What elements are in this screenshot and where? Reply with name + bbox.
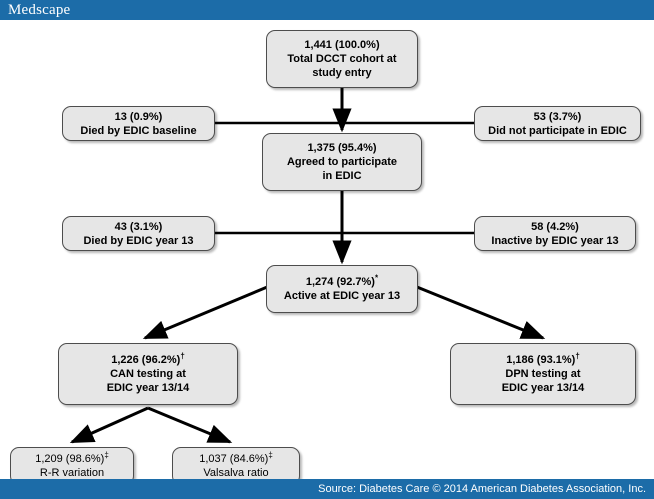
node-agreed-to-participate: 1,375 (95.4%) Agreed to participate in E…	[262, 133, 422, 191]
node-did-not-participate-line1: 53 (3.7%)	[533, 110, 582, 123]
node-valsalva-ratio: 1,037 (84.6%)‡ Valsalva ratio	[172, 447, 300, 485]
footnote-marker-double-dagger-valsalva: ‡	[268, 450, 273, 460]
flowchart-connectors	[69, 88, 546, 444]
node-can-testing-line2: CAN testing at	[110, 368, 186, 380]
node-valsalva-ratio-value: 1,037 (84.6%)	[199, 453, 269, 465]
node-total-cohort: 1,441 (100.0%) Total DCCT cohort at stud…	[266, 30, 418, 88]
edge-active-to-can	[142, 283, 273, 340]
node-rr-variation-line2: R-R variation	[39, 467, 105, 479]
node-inactive-by-edic-year-13-line2: Inactive by EDIC year 13	[491, 234, 619, 247]
footnote-marker-dagger-dpn: †	[575, 351, 580, 361]
node-inactive-by-edic-year-13-line1: 58 (4.2%)	[531, 220, 579, 233]
node-active-at-edic-year-13: 1,274 (92.7%)* Active at EDIC year 13	[266, 265, 418, 313]
source-footer-bar: Source: Diabetes Care © 2014 American Di…	[0, 479, 654, 499]
node-dpn-testing: 1,186 (93.1%)† DPN testing at EDIC year …	[450, 343, 636, 405]
node-agreed-to-participate-line1: 1,375 (95.4%)	[307, 142, 377, 154]
node-did-not-participate: 53 (3.7%) Did not participate in EDIC	[474, 106, 641, 141]
node-died-by-edic-year-13: 43 (3.1%) Died by EDIC year 13	[62, 216, 215, 251]
node-rr-variation-value: 1,209 (98.6%)	[35, 453, 105, 465]
node-total-cohort-line1: 1,441 (100.0%)	[304, 39, 380, 51]
medscape-header-bar: Medscape	[0, 0, 654, 20]
node-can-testing-line1: 1,226 (96.2%)†	[111, 351, 185, 367]
node-active-at-edic-year-13-line1: 1,274 (92.7%)*	[305, 273, 379, 289]
node-died-by-edic-baseline-line2: Died by EDIC baseline	[80, 124, 197, 137]
edge-can-to-valsalva	[147, 406, 233, 444]
medscape-logo: Medscape	[8, 2, 71, 18]
node-dpn-testing-line2: DPN testing at	[505, 368, 581, 380]
node-rr-variation-line1: 1,209 (98.6%)‡	[35, 450, 109, 466]
footnote-marker-dagger-can: †	[180, 351, 185, 361]
node-rr-variation: 1,209 (98.6%)‡ R-R variation	[10, 447, 134, 485]
node-died-by-edic-year-13-line1: 43 (3.1%)	[114, 220, 163, 233]
node-can-testing: 1,226 (96.2%)† CAN testing at EDIC year …	[58, 343, 238, 405]
flowchart-canvas: 1,441 (100.0%) Total DCCT cohort at stud…	[0, 20, 654, 485]
node-died-by-edic-baseline-line1: 13 (0.9%)	[114, 110, 163, 123]
node-valsalva-ratio-line1: 1,037 (84.6%)‡	[199, 450, 273, 466]
node-active-at-edic-year-13-line2: Active at EDIC year 13	[283, 290, 401, 302]
node-dpn-testing-line3: EDIC year 13/14	[501, 382, 585, 394]
edge-active-to-dpn	[411, 283, 546, 340]
node-died-by-edic-baseline: 13 (0.9%) Died by EDIC baseline	[62, 106, 215, 141]
footnote-marker-asterisk: *	[374, 273, 379, 283]
node-active-at-edic-year-13-value: 1,274 (92.7%)	[305, 276, 375, 288]
node-died-by-edic-year-13-line2: Died by EDIC year 13	[83, 234, 194, 247]
node-dpn-testing-value: 1,186 (93.1%)	[506, 354, 576, 366]
node-can-testing-value: 1,226 (96.2%)	[111, 354, 181, 366]
node-total-cohort-line3: study entry	[312, 67, 372, 79]
node-did-not-participate-line2: Did not participate in EDIC	[488, 124, 627, 137]
node-total-cohort-line2: Total DCCT cohort at	[287, 53, 397, 65]
node-dpn-testing-line1: 1,186 (93.1%)†	[506, 351, 580, 367]
source-attribution: Source: Diabetes Care © 2014 American Di…	[318, 483, 646, 495]
node-inactive-by-edic-year-13: 58 (4.2%) Inactive by EDIC year 13	[474, 216, 636, 251]
edge-can-to-rr	[69, 406, 149, 444]
node-can-testing-line3: EDIC year 13/14	[106, 382, 190, 394]
node-valsalva-ratio-line2: Valsalva ratio	[203, 467, 269, 479]
footnote-marker-double-dagger-rr: ‡	[104, 450, 109, 460]
node-agreed-to-participate-line3: in EDIC	[322, 170, 362, 182]
node-agreed-to-participate-line2: Agreed to participate	[286, 156, 398, 168]
